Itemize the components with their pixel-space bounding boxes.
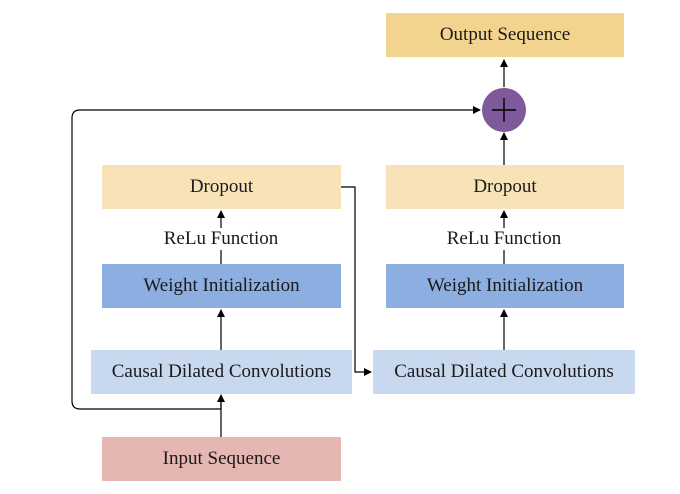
right-conv-label: Causal Dilated Convolutions: [394, 361, 614, 382]
left-weight-init-label: Weight Initialization: [143, 275, 300, 296]
right-weight-init-box: Weight Initialization: [386, 264, 624, 308]
left-conv-label: Causal Dilated Convolutions: [111, 361, 332, 382]
right-conv-box: Causal Dilated Convolutions: [373, 350, 635, 394]
right-dropout-box: Dropout: [386, 165, 624, 209]
right-dropout-label: Dropout: [473, 176, 537, 197]
left-dropout-box: Dropout: [102, 165, 341, 209]
left-relu-label: ReLu Function: [161, 228, 281, 250]
left-conv-box: Causal Dilated Convolutions: [91, 350, 352, 394]
output-sequence-box: Output Sequence: [386, 13, 624, 57]
input-sequence-box: Input Sequence: [102, 437, 341, 481]
right-weight-init-label: Weight Initialization: [426, 275, 584, 296]
output-sequence-label: Output Sequence: [439, 24, 571, 45]
left-weight-init-box: Weight Initialization: [102, 264, 341, 308]
input-sequence-label: Input Sequence: [162, 448, 281, 469]
sum-node: [482, 88, 526, 132]
left-dropout-label: Dropout: [189, 176, 254, 197]
residual-connection: [71, 106, 481, 410]
arrow-left-dropout-to-right-conv: [341, 186, 372, 376]
plus-icon: [492, 98, 516, 122]
right-relu-label: ReLu Function: [444, 228, 564, 250]
